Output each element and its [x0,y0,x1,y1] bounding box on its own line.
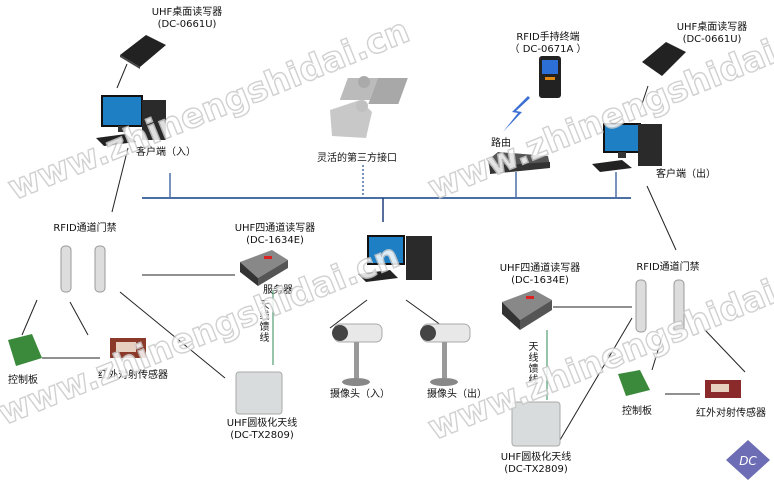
dc-logo: DC [726,440,770,480]
svg-text:DC: DC [739,454,757,468]
handheld-label: RFID手持终端（ DC-0671A ） [509,32,587,55]
ir-right-label: 红外对射传感器 [696,408,766,419]
control-board-left-icon [8,334,42,366]
puzzle-icon [330,76,408,138]
reader4-left-label: UHF四通道读写器(DC-1634E) [234,223,316,246]
client-in-label: 客户端（入） [136,147,196,158]
antenna-right-icon [511,401,561,447]
reader4-right-icon [502,290,552,330]
camera-in-label: 摄像头（入） [330,389,390,400]
gate-right-label: RFID通道门禁 [636,262,700,273]
gate-left-icon [60,245,106,293]
camera-out-icon [420,323,471,386]
reader4-left-icon [240,250,288,286]
client-in-pc-icon [96,95,166,146]
gate-right-icon [635,279,685,333]
control-board-right-icon [618,370,650,396]
desk-reader-in-icon [120,35,166,69]
ir-sensor-left-icon [110,338,146,358]
ir-sensor-right-icon [705,380,741,398]
antenna-right-label: UHF圆极化天线(DC-TX2809) [500,452,572,475]
antenna-left-icon [235,371,283,415]
wireless-signal-icon [503,96,530,132]
client-out-label: 客户端（出） [656,169,716,180]
reader4-right-label: UHF四通道读写器(DC-1634E) [499,263,581,286]
third-party-label: 灵活的第三方接口 [317,153,397,164]
antenna-left-label: UHF圆极化天线(DC-TX2809) [226,418,298,441]
camera-in-icon [332,323,383,386]
server-label: 服务器 [263,285,293,296]
camera-out-label: 摄像头（出） [427,389,487,400]
router-icon [488,152,550,174]
router-label: 路由 [491,138,511,149]
control-left-label: 控制板 [8,375,38,386]
server-icon [358,235,432,282]
gate-left-label: RFID通道门禁 [53,223,117,234]
ir-left-label: 红外对射传感器 [98,370,168,381]
desk-reader-in-label: UHF桌面读写器(DC-0661U) [151,7,223,30]
feeder-right-label: 天线馈线 [528,342,539,386]
feeder-left-label: 天线馈线 [259,300,270,344]
client-out-pc-icon [592,123,662,172]
desk-reader-out-icon [642,42,686,76]
handheld-terminal-icon [539,56,561,98]
control-right-label: 控制板 [622,406,652,417]
desk-reader-out-label: UHF桌面读写器(DC-0661U) [676,22,748,45]
